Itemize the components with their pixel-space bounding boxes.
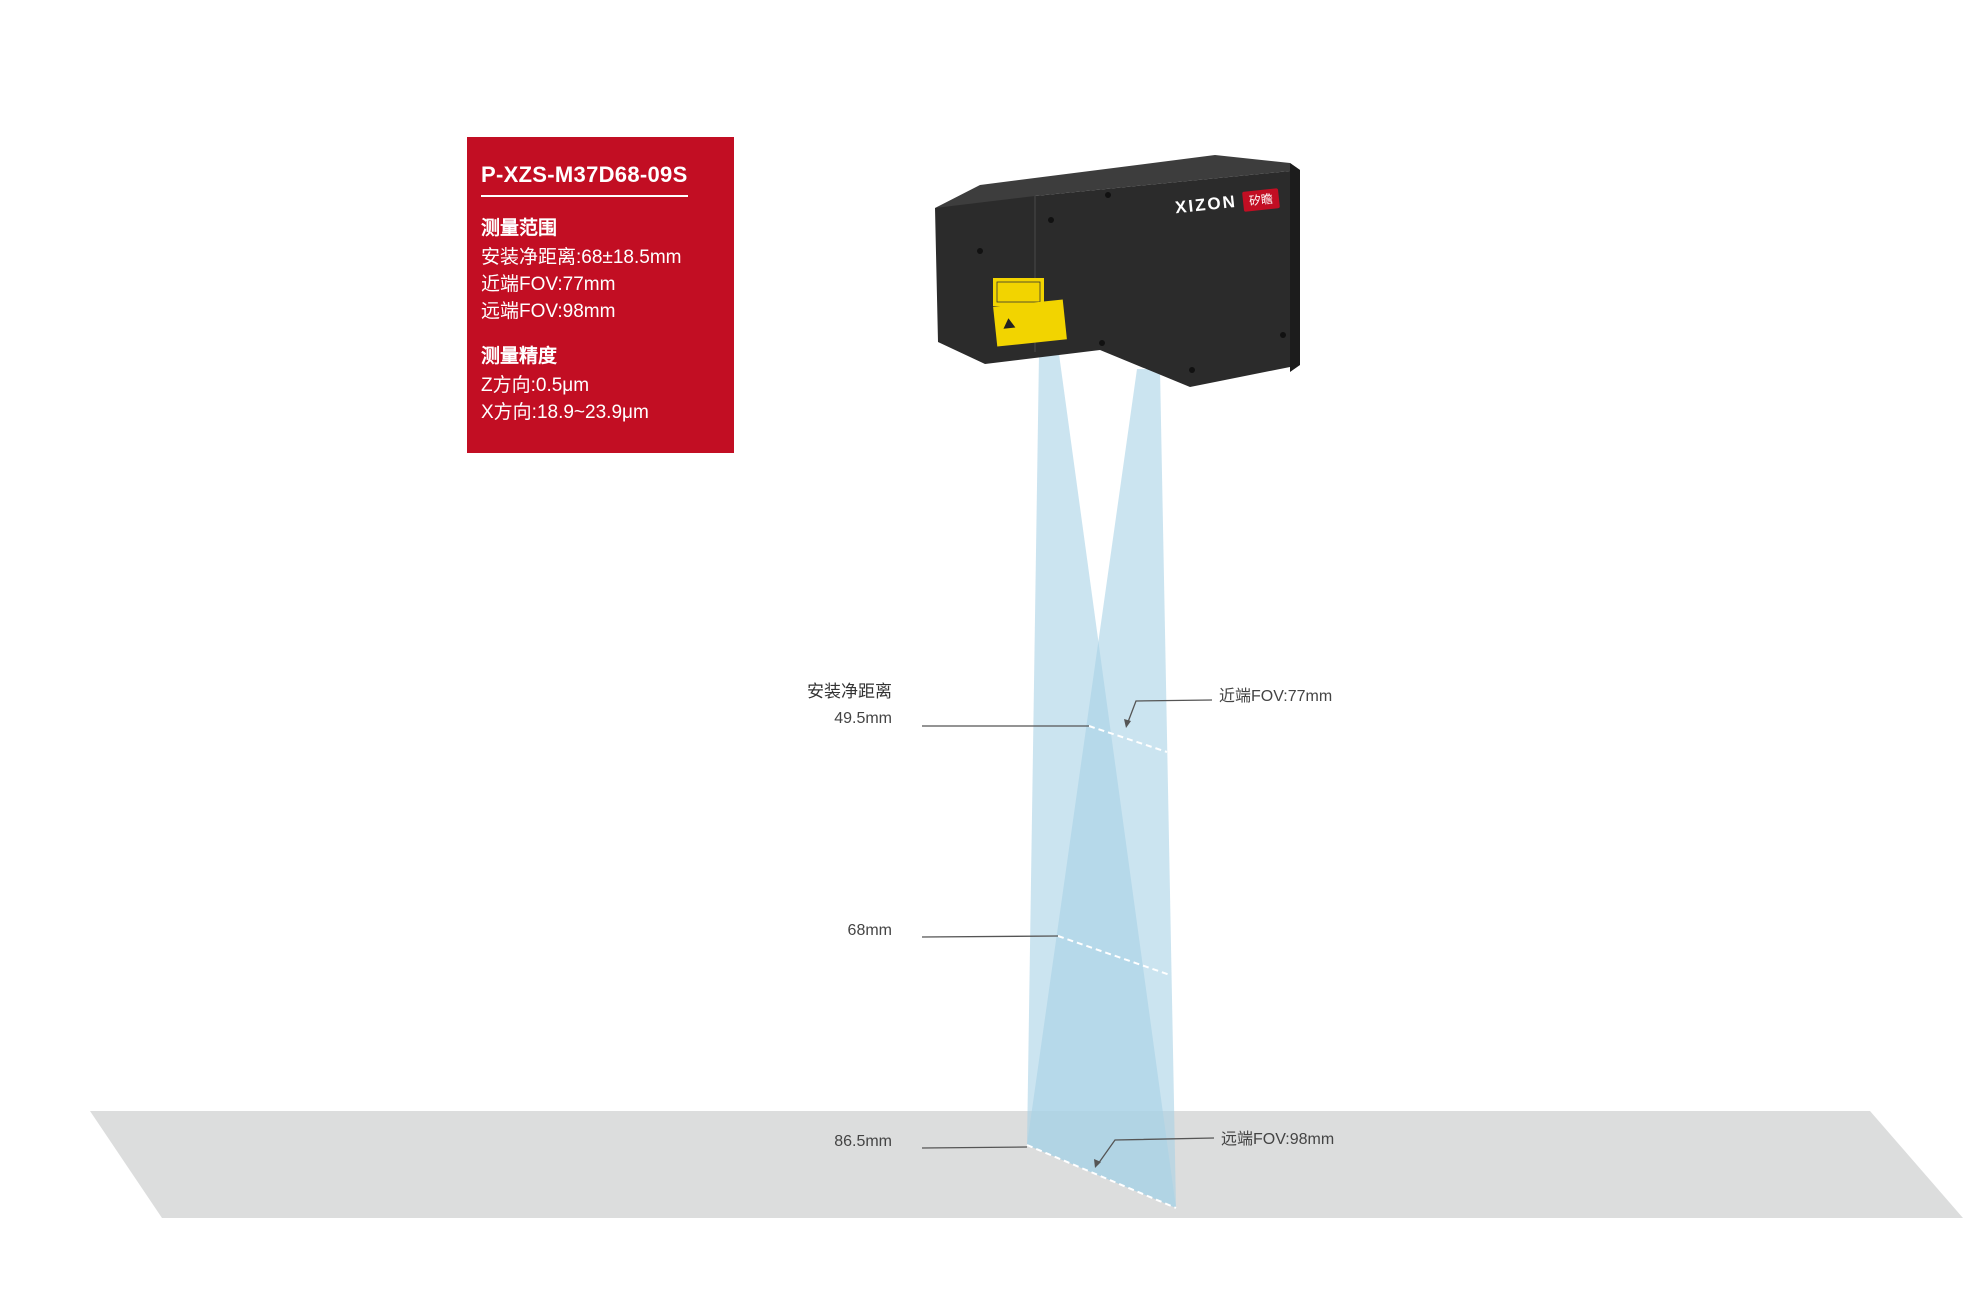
laser-beam-group: [1027, 354, 1176, 1208]
near-distance-label: 49.5mm: [834, 710, 892, 727]
range-heading: 测量范围: [481, 218, 558, 239]
spec-card: P-XZS-M37D68-09S 测量范围 安装净距离:68±18.5mm 近端…: [467, 137, 734, 453]
floor-plane: [90, 1111, 1963, 1218]
sensor-device: [935, 155, 1300, 387]
z-precision-spec: Z方向:0.5μm: [481, 375, 590, 396]
center-distance-leader: [921, 935, 1059, 938]
far-fov-spec: 远端FOV:98mm: [481, 301, 616, 322]
model-name: P-XZS-M37D68-09S: [481, 162, 688, 197]
near-fov-arrow: [1124, 719, 1131, 728]
precision-heading: 测量精度: [481, 346, 558, 367]
far-distance-leader: [921, 1146, 1028, 1149]
near-fov-spec: 近端FOV:77mm: [481, 274, 616, 295]
far-fov-line: [1026, 1144, 1177, 1209]
far-fov-leader: [1097, 1137, 1215, 1165]
device-screws: [977, 192, 1286, 373]
near-fov-leader: [1127, 699, 1213, 723]
near-fov-label: 近端FOV:77mm: [1219, 688, 1333, 705]
near-fov-line: [1088, 725, 1168, 753]
far-fov-arrow: [1094, 1159, 1101, 1168]
device-side-face: [1290, 163, 1300, 372]
x-precision-spec: X方向:18.9~23.9μm: [481, 402, 649, 423]
far-fov-label: 远端FOV:98mm: [1221, 1131, 1335, 1148]
brand-badge: 矽瞻: [1242, 188, 1280, 212]
camera-view-right: [1027, 369, 1176, 1208]
warning-labels: [993, 278, 1067, 347]
install-distance-spec: 安装净距离:68±18.5mm: [481, 247, 682, 268]
device-top-face: [935, 155, 1300, 216]
far-distance-label: 86.5mm: [834, 1133, 892, 1150]
center-distance-label: 68mm: [847, 922, 892, 939]
install-distance-title: 安装净距离: [807, 682, 892, 701]
